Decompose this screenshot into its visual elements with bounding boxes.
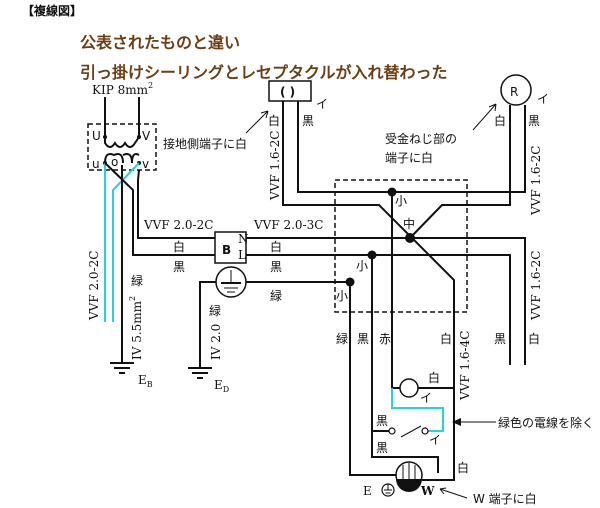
ceiling-symbol: ( ) [280,85,295,99]
connector-small-3-label: 小 [336,289,348,303]
connector-small-3 [345,277,355,287]
outlet-white: 白 [457,460,469,475]
wire-label-red: 赤 [379,332,391,346]
receptacle-symbol: R [510,85,518,99]
terminal-U: U [92,129,101,143]
breaker-label: B [222,243,231,257]
wire-label-white: 白 [440,331,452,346]
w-note-arrow [439,487,468,499]
terminal-o: o [111,155,118,169]
ground-ed-icon [188,367,212,379]
breaker-in-black: 黒 [173,260,185,274]
main-wires [246,101,526,481]
wire-label-black: 黒 [357,332,369,346]
connector-small-2-label: 小 [356,259,368,273]
breaker-out-white: 白 [270,239,282,254]
wire-label-green: 緑 [336,331,348,346]
earth-terminal-icon [215,266,247,298]
w-note: W 端子に白 [473,491,537,506]
earth-d-wire-label: IV 2.0 [209,324,223,360]
remove-green-arrowhead [452,418,461,426]
earth-b-label: EB [138,373,153,389]
connector-medium-label: 中 [403,216,415,231]
ceiling-rosette [268,80,312,102]
kip-cable-label: KIP 8mm2 [92,81,153,97]
switch-i: イ [429,433,441,447]
ceiling-i: イ [316,97,328,111]
outlet-e: E [363,484,372,498]
ground-eb-icon [110,362,134,374]
receptacle-note-arrow [472,103,497,131]
receptacle-white: 白 [494,113,506,128]
note-line-2: 引っ掛けシーリングとレセプタクルが入れ替わった [80,63,448,82]
connector-small-1-label: 小 [395,194,407,208]
right-lower-cable: VVF 1.6-2C [529,251,543,321]
lamp-icon [399,378,419,398]
source-wires [104,162,215,363]
lamp-i: イ [420,391,432,405]
connector-small-1 [387,187,397,197]
ceiling-note: 接地側端子に白 [163,136,247,151]
switch-black-1: 黒 [376,414,388,428]
earth-d-green-v: 緑 [209,303,221,318]
outlet-w: W [420,484,435,498]
terminal-V: V [142,129,151,143]
switch-icon [388,425,429,438]
left-cable-label: VVF 2.0-2C [87,251,101,321]
junction-box [334,179,468,313]
breaker-in-white: 白 [173,239,185,254]
ceiling-note-arrow [245,110,269,134]
receptacle-icon [500,74,532,106]
note-line-1: 公表されたものと違い [80,33,240,52]
right-lower-black: 黒 [494,332,506,346]
terminal-u: u [92,157,100,171]
breaker-box [214,231,247,264]
ceiling-white: 白 [268,113,280,128]
outlet-icon [395,461,423,492]
breaker-in-cable: VVF 2.0-2C [143,218,213,232]
ceiling-black: 黒 [302,114,314,128]
receptacle-i: イ [537,92,549,106]
cable-4c-label: VVF 1.6-4C [458,331,472,401]
receptacle-black: 黒 [528,114,540,128]
ceiling-cable: VVF 1.6-2C [268,131,282,201]
connector-medium [405,233,415,243]
terminal-v: v [142,157,149,171]
outlet-earth-icon [381,483,395,497]
switch-black-2: 黒 [376,441,388,455]
receptacle-note-2: 端子に白 [385,150,433,165]
ground-green-label: 緑 [131,273,143,288]
breaker-l: L [238,248,246,262]
lamp-white: 白 [428,370,440,385]
breaker-out-cable: VVF 2.0-3C [253,218,323,232]
breaker-out-black: 黒 [270,260,282,274]
ground-wire-label: IV 5.5mm2 [128,296,144,360]
remove-green-note: 緑色の電線を除く [498,415,594,430]
receptacle-cable: VVF 1.6-2C [529,146,543,216]
connector-small-2 [367,250,377,260]
receptacle-note-1: 受金ねじ部の [385,131,457,146]
diagram-title: 【複線図】 [22,3,82,18]
right-lower-white: 白 [528,331,540,346]
earth-d-label: ED [214,378,229,394]
earth-d-green-h: 緑 [270,288,282,303]
breaker-n: N [238,232,249,246]
transformer: U V u o v [87,97,157,171]
